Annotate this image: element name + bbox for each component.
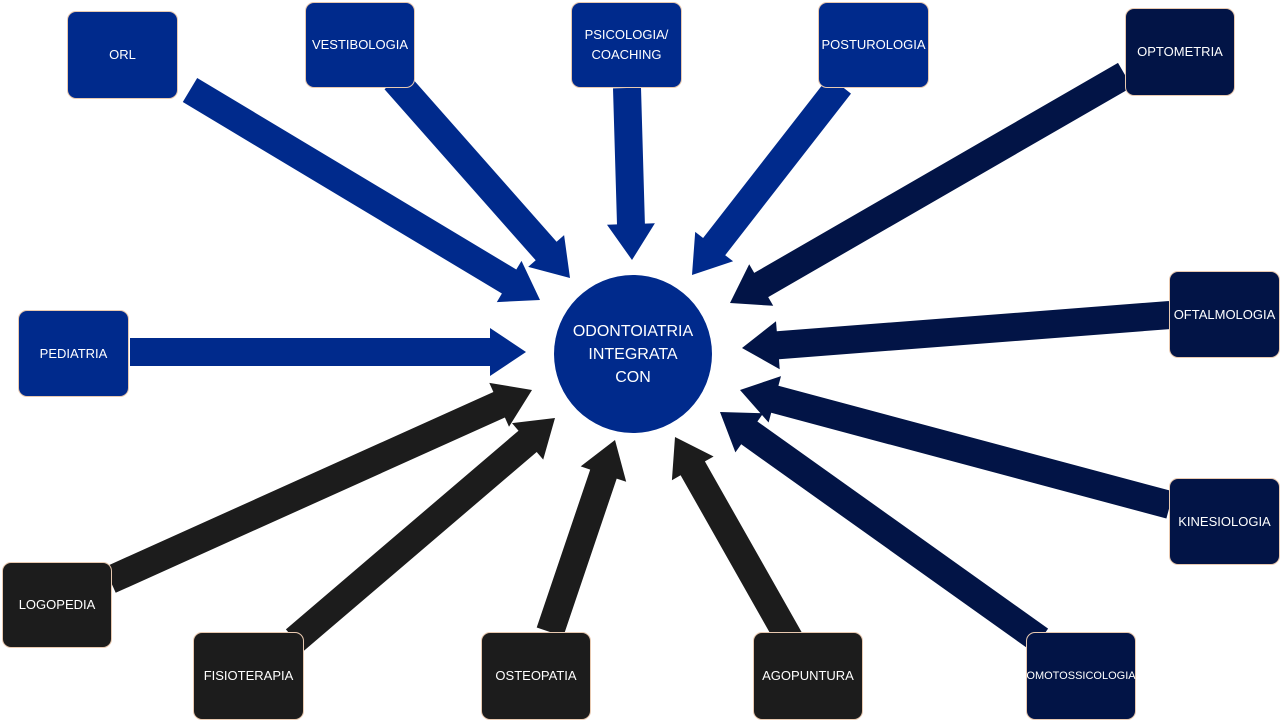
arrow-vestibologia [384, 70, 570, 278]
arrow-osteopatia [536, 440, 627, 637]
arrow-agopuntura [671, 437, 803, 647]
arrow-omotossicologia [720, 412, 1049, 652]
arrow-optometria [730, 62, 1132, 306]
arrow-orl [182, 78, 541, 303]
node-orl: ORL [67, 11, 178, 99]
arrow-posturologia [692, 76, 851, 276]
node-psicologia-coaching: PSICOLOGIA/ COACHING [571, 2, 682, 88]
arrow-logopedia [104, 382, 533, 593]
node-vestibologia: VESTIBOLOGIA [305, 2, 415, 88]
arrow-pediatria [130, 328, 526, 376]
node-kinesiologia: KINESIOLOGIA [1169, 478, 1280, 565]
node-fisioterapia: FISIOTERAPIA [193, 632, 304, 720]
arrow-fisioterapia [285, 418, 555, 651]
arrow-oftalmologia [742, 301, 1172, 370]
node-osteopatia: OSTEOPATIA [481, 632, 591, 720]
node-pediatria: PEDIATRIA [18, 310, 129, 397]
arrow-kinesiologia [740, 376, 1174, 519]
arrow-psicologia [607, 87, 655, 260]
node-omotossicologia: OMOTOSSICOLOGIA [1026, 632, 1136, 720]
node-oftalmologia: OFTALMOLOGIA [1169, 271, 1280, 358]
center-node-odontoiatria: ODONTOIATRIA INTEGRATA CON [554, 275, 712, 433]
node-logopedia: LOGOPEDIA [2, 562, 112, 648]
node-optometria: OPTOMETRIA [1125, 8, 1235, 96]
node-agopuntura: AGOPUNTURA [753, 632, 863, 720]
node-posturologia: POSTUROLOGIA [818, 2, 929, 88]
